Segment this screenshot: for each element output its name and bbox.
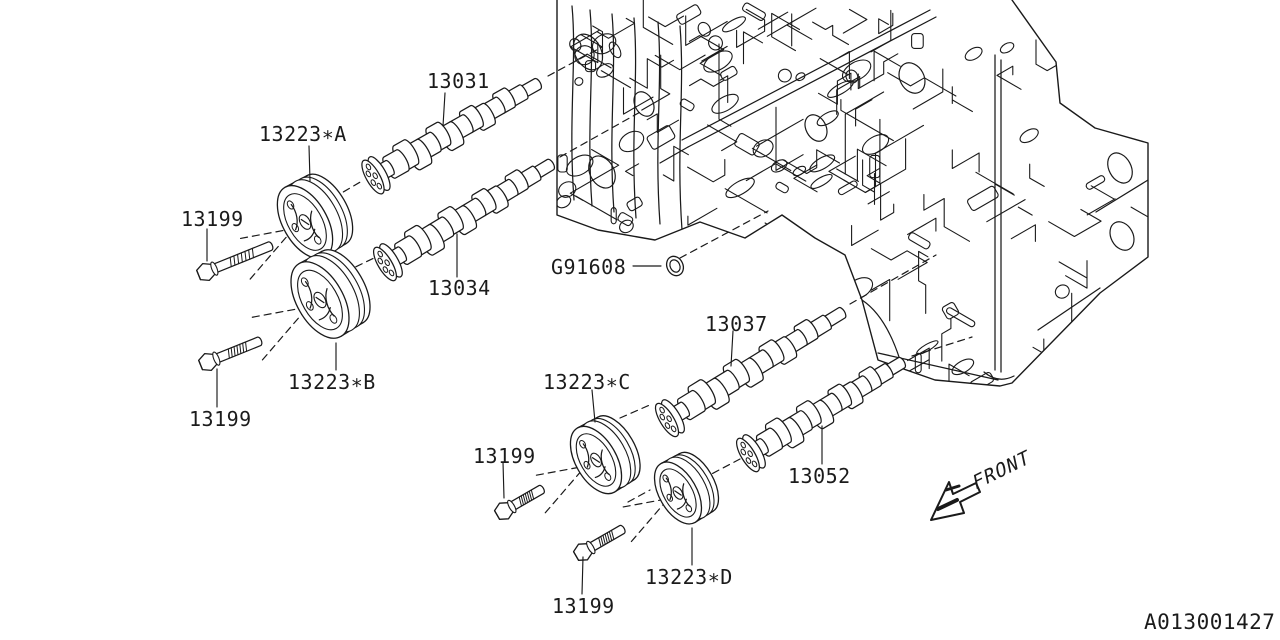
part-label-oring-g91608: G91608 bbox=[551, 255, 627, 279]
front-arrow bbox=[930, 481, 981, 521]
sprocket-13223a bbox=[239, 173, 354, 280]
part-label-sprocket-13223b: 13223∗B bbox=[288, 370, 376, 394]
sprocket-13223d bbox=[622, 451, 720, 543]
oring-g91608 bbox=[665, 255, 685, 277]
camshaft-13034 bbox=[372, 158, 556, 282]
part-label-camshaft-13034: 13034 bbox=[428, 276, 491, 300]
part-label-bolt-13199-b: 13199 bbox=[189, 407, 252, 431]
bolt-13199-b bbox=[198, 336, 263, 371]
part-label-bolt-13199-d: 13199 bbox=[552, 594, 615, 618]
part-label-sprocket-13223c: 13223∗C bbox=[543, 370, 631, 394]
bolt-13199-c bbox=[493, 484, 545, 520]
part-label-camshaft-13052: 13052 bbox=[788, 464, 851, 488]
camshaft-13037 bbox=[654, 306, 847, 438]
bolt-13199-a bbox=[196, 241, 274, 281]
bolt-13199-d bbox=[572, 524, 626, 561]
camshaft-13052 bbox=[735, 356, 907, 473]
part-label-sprocket-13223a: 13223∗A bbox=[259, 122, 347, 146]
part-label-bolt-13199-c: 13199 bbox=[473, 444, 536, 468]
part-label-bolt-13199-a: 13199 bbox=[181, 207, 244, 231]
sprocket-13223b bbox=[251, 249, 371, 361]
drawing-code: A013001427 bbox=[1144, 610, 1276, 634]
camshaft-13031 bbox=[361, 77, 543, 195]
sprocket-13223c bbox=[535, 415, 641, 514]
part-label-camshaft-13031: 13031 bbox=[427, 69, 490, 93]
part-label-sprocket-13223d: 13223∗D bbox=[645, 565, 733, 589]
part-label-camshaft-13037: 13037 bbox=[705, 312, 768, 336]
